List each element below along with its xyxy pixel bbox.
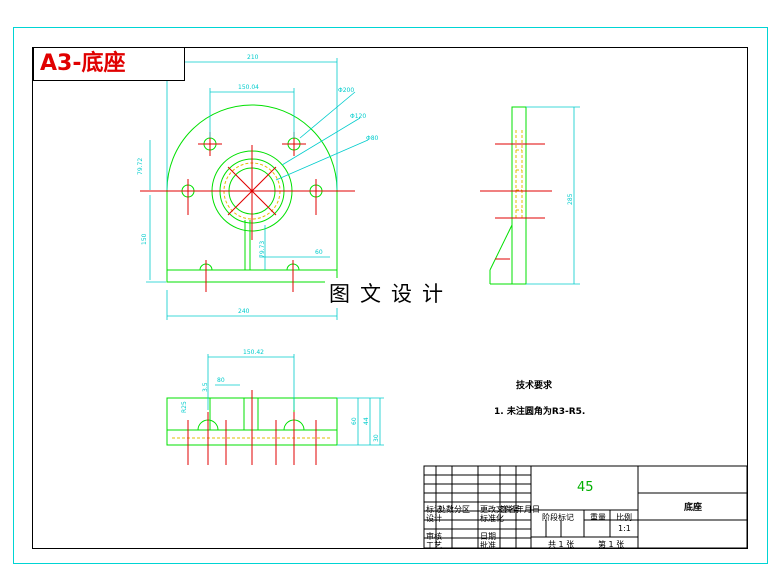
- dim-bolt-spacing: 150.04: [238, 84, 259, 91]
- tb-designer: 设计: [426, 514, 442, 523]
- dim-circle-d3: Φ80: [366, 135, 379, 142]
- tb-sheet-no: 第 1 张: [598, 540, 625, 549]
- tb-date: 日期: [480, 532, 496, 541]
- sheet-outer-border: [13, 27, 768, 564]
- dim-circle-d2: Φ120: [350, 113, 366, 120]
- dim-plan-small: 80: [217, 377, 225, 384]
- tb-year-month: 年月日: [516, 505, 540, 514]
- dim-front-width-top: 210: [247, 54, 259, 61]
- tb-scale-value: 1:1: [618, 524, 631, 533]
- tb-standard: 标准化: [480, 514, 504, 523]
- dim-side-height: 285: [567, 193, 574, 205]
- title-block-material: 45: [577, 480, 594, 495]
- dim-plan-h1: 60: [351, 417, 358, 425]
- side-centerlines: [480, 143, 552, 260]
- tech-requirements-item: 1. 未注圆角为R3-R5.: [494, 407, 586, 417]
- sheet-inner-border: [32, 47, 748, 549]
- dim-plan-r: R25: [181, 401, 188, 413]
- front-centerlines: [140, 132, 355, 292]
- plan-dimensions: [207, 354, 384, 446]
- dim-circle-d1: Φ200: [338, 87, 354, 94]
- dim-plan-h2: 44: [363, 417, 370, 425]
- dim-plan-span: 150.42: [243, 349, 264, 356]
- tb-change-doc: 更改文件号: [480, 505, 520, 514]
- tb-zone: 分区: [454, 505, 470, 514]
- tb-process: 工艺: [426, 541, 442, 550]
- tb-checker: 审核: [426, 532, 442, 541]
- tb-sign: 签名: [500, 505, 516, 514]
- dim-left-height-upper: 79.72: [137, 158, 144, 175]
- dim-web-height: 79.73: [259, 241, 266, 258]
- dim-plan-a: 3.5: [202, 382, 209, 392]
- tb-stage-label: 阶段标记: [542, 513, 574, 522]
- dim-left-height-lower: 150: [141, 233, 148, 245]
- tb-count: 处数: [438, 505, 454, 514]
- side-dimensions: [526, 106, 580, 285]
- watermark-text: 图文设计: [325, 278, 457, 308]
- title-block-part-name: 底座: [684, 503, 703, 513]
- drawing-title-label: A3-底座: [33, 47, 185, 81]
- title-block: [423, 465, 748, 549]
- dim-web-width: 60: [315, 249, 323, 256]
- dim-plan-h3: 30: [373, 434, 380, 442]
- plan-centerlines: [187, 390, 317, 465]
- tb-mark: 标记: [426, 505, 442, 514]
- side-view: [489, 106, 527, 285]
- tech-requirements-title: 技术要求: [516, 381, 553, 391]
- tb-approve: 批准: [480, 541, 496, 550]
- dimension-labels: 210 150.04 Φ200 Φ120 Φ80 79.72 150 79.73…: [137, 54, 574, 442]
- side-hidden: [515, 130, 523, 220]
- tb-weight-label: 重量: [590, 513, 606, 522]
- tb-sheet-total: 共 1 张: [548, 540, 575, 549]
- tb-scale-label: 比例: [616, 513, 632, 522]
- dim-front-width-bottom: 240: [238, 308, 250, 315]
